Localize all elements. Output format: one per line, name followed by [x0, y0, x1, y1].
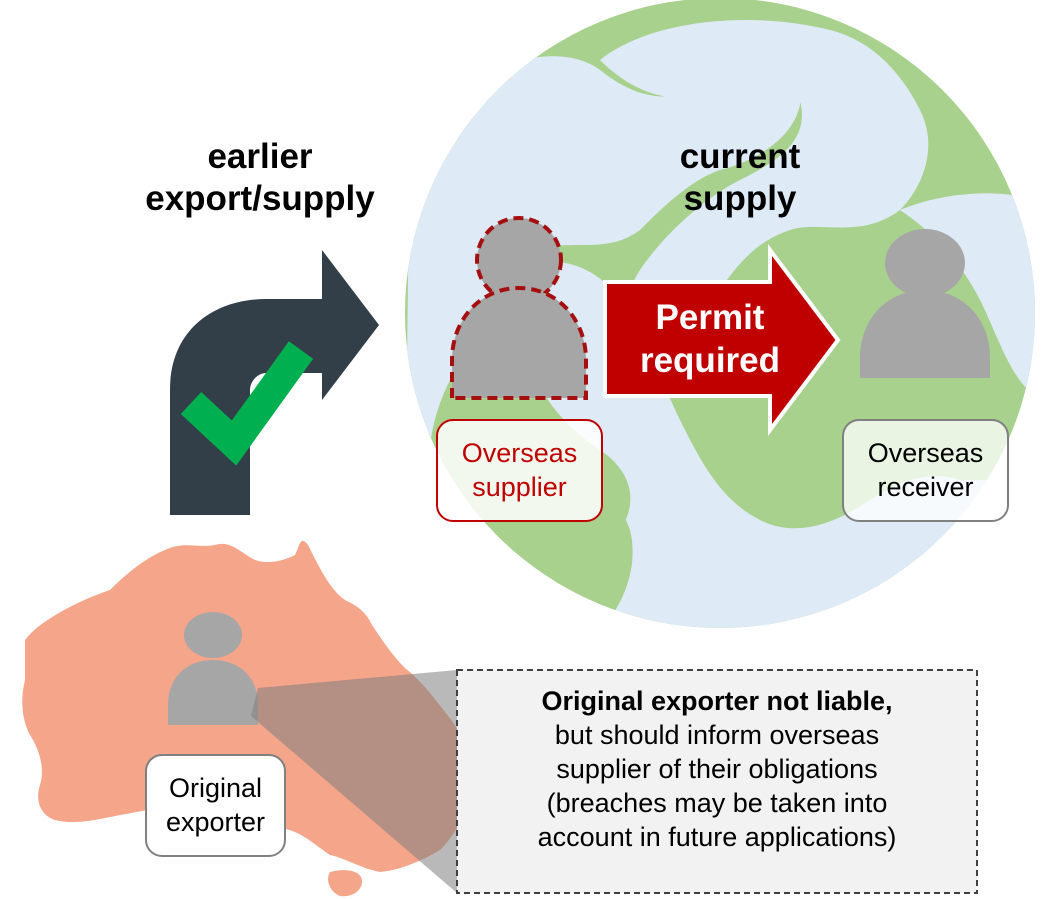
- liability-note: Original exporter not liable, but should…: [457, 684, 977, 854]
- supplier-line2: supplier: [472, 472, 567, 502]
- tasmania-icon: [328, 870, 363, 897]
- original-exporter-label-box: [145, 754, 286, 857]
- overseas-receiver-person-icon: [860, 229, 990, 378]
- overseas-receiver-label: Overseas receiver: [843, 436, 1008, 504]
- current-line2: supply: [683, 179, 797, 218]
- callout-wedge: [251, 670, 457, 893]
- exporter-line2: exporter: [165, 807, 266, 837]
- receiver-line1: Overseas: [867, 438, 984, 468]
- earlier-line2: export/supply: [145, 179, 375, 218]
- permit-line2: required: [639, 341, 781, 380]
- note-line1: but should inform overseas: [554, 720, 880, 750]
- note-line2: supplier of their obligations: [556, 754, 878, 784]
- original-exporter-label: Original exporter: [146, 771, 285, 839]
- note-box: [456, 669, 978, 894]
- checkmark-icon: [180, 341, 314, 466]
- current-supply-heading: current supply: [640, 136, 840, 220]
- exporter-line1: Original: [168, 773, 263, 803]
- note-line3: (breaches may be taken into: [546, 788, 888, 818]
- overseas-supplier-label: Overseas supplier: [437, 436, 602, 504]
- note-line4: account in future applications): [537, 822, 897, 852]
- current-line1: current: [679, 137, 801, 176]
- supplier-line1: Overseas: [461, 438, 578, 468]
- original-exporter-person-icon: [168, 612, 258, 725]
- permit-line1: Permit: [655, 298, 765, 337]
- overseas-supplier-label-box: [436, 419, 603, 522]
- earlier-export-heading: earlier export/supply: [125, 136, 395, 220]
- receiver-line2: receiver: [877, 472, 974, 502]
- note-title: Original exporter not liable,: [541, 686, 893, 716]
- overseas-receiver-label-box: [842, 419, 1009, 522]
- overseas-supplier-person-icon: [450, 216, 588, 400]
- earlier-line1: earlier: [207, 137, 313, 176]
- permit-required-arrow: [603, 244, 841, 436]
- permit-required-label: Permit required: [610, 296, 810, 382]
